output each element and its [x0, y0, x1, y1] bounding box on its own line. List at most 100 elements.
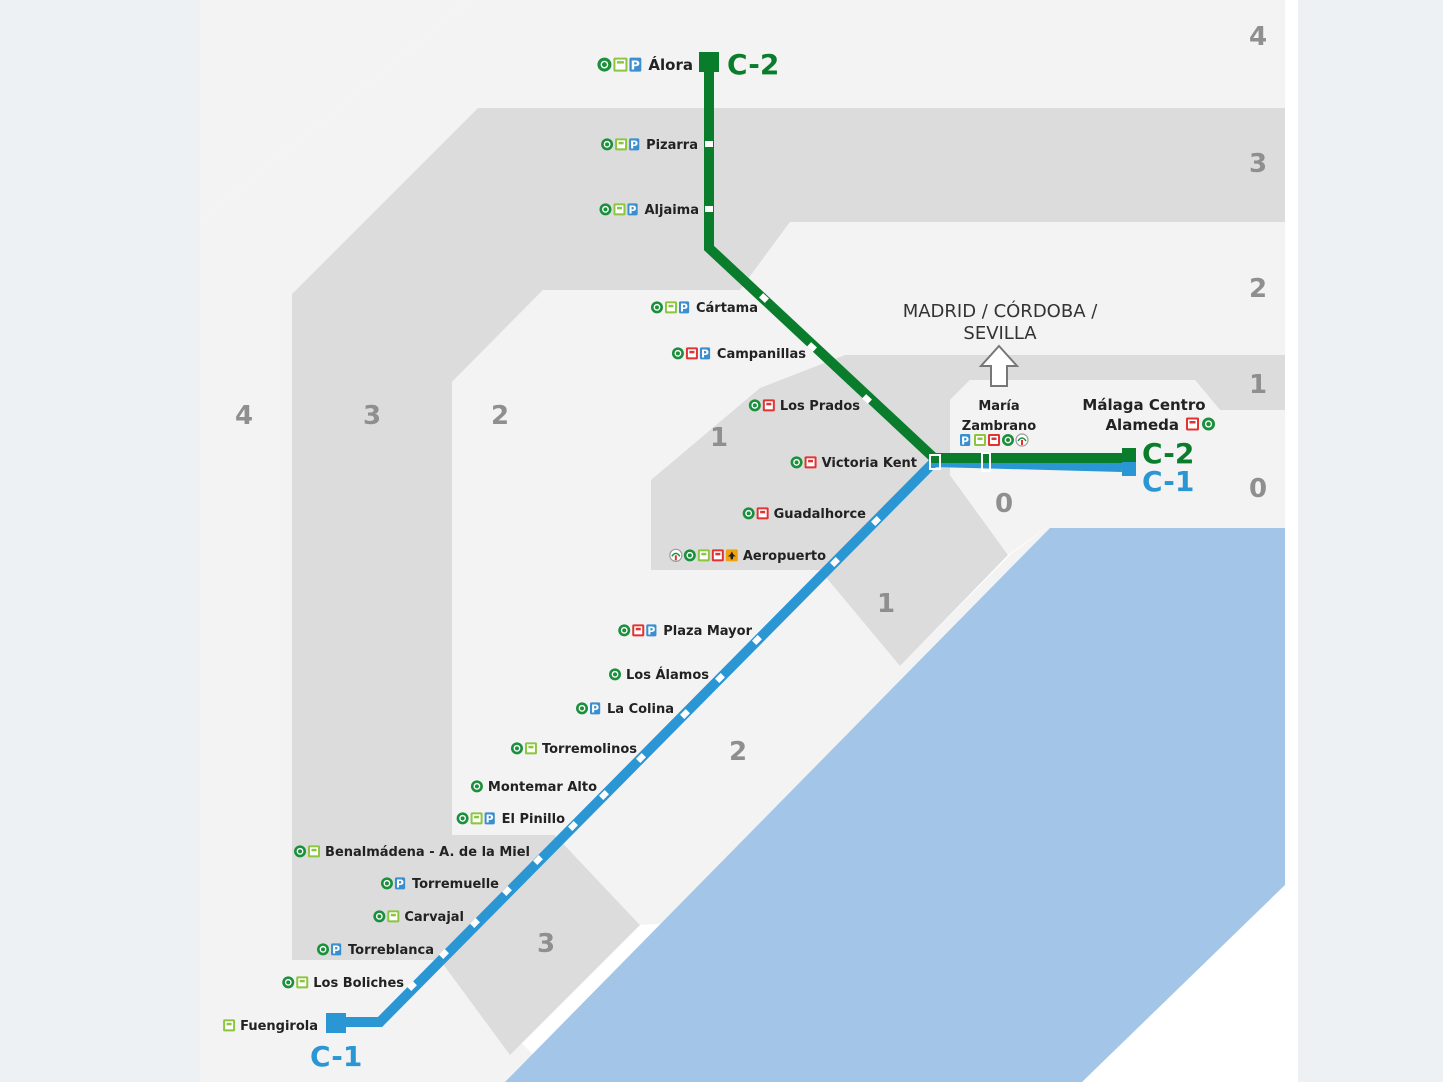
stop-tick[interactable] — [568, 821, 578, 831]
station-name: Torremolinos — [542, 742, 637, 757]
destination-line2: SEVILLA — [963, 323, 1037, 344]
stop-tick[interactable] — [862, 394, 872, 404]
stop-tick[interactable] — [871, 516, 881, 526]
station-name-line: María — [978, 399, 1019, 414]
station-torremolinos[interactable]: Torremolinos — [510, 742, 637, 757]
taxi-icon — [1015, 433, 1029, 447]
station-name: Victoria Kent — [822, 456, 917, 471]
svg-text:P: P — [680, 302, 688, 315]
c1-line — [336, 456, 1123, 1027]
stop-tick[interactable] — [830, 557, 840, 567]
station-elpinillo[interactable]: El Pinillo P — [456, 812, 565, 827]
up-arrow-icon — [978, 344, 1020, 387]
stop-tick[interactable] — [407, 981, 417, 991]
station-name: Los Boliches — [313, 976, 404, 991]
sea — [505, 528, 1285, 1082]
parking-icon: P — [590, 702, 601, 716]
stop-tick[interactable] — [533, 855, 543, 865]
stop-tick-victoria-kent[interactable] — [929, 454, 941, 470]
stop-tick[interactable] — [807, 342, 817, 352]
station-guadalhorce[interactable]: Guadalhorce — [742, 507, 867, 522]
bus-green-icon — [296, 976, 309, 989]
stop-tick[interactable] — [752, 635, 762, 645]
bus-red-icon — [756, 507, 769, 520]
accessible-icon — [650, 301, 663, 314]
station-montemar[interactable]: Montemar Alto — [470, 780, 597, 795]
station-losalamos[interactable]: Los Álamos — [609, 667, 709, 683]
bus-green-icon — [974, 434, 986, 446]
terminus-fuengirola[interactable] — [326, 1013, 346, 1033]
station-carvajal[interactable]: Carvajal — [373, 910, 464, 925]
svg-text:P: P — [591, 703, 599, 716]
accessible-icon — [456, 812, 469, 825]
taxi-icon — [669, 548, 683, 562]
stop-tick[interactable] — [439, 949, 449, 959]
bus-red-icon — [762, 399, 775, 412]
stop-tick[interactable] — [715, 673, 725, 683]
terminus-malaga-c1[interactable] — [1122, 462, 1136, 476]
station-losboliches[interactable]: Los Boliches — [282, 976, 404, 991]
station-name: El Pinillo — [502, 812, 565, 827]
station-name: Aeropuerto — [743, 549, 826, 564]
svg-text:P: P — [629, 204, 637, 217]
bus-green-icon — [223, 1019, 236, 1032]
stop-tick[interactable] — [599, 790, 609, 800]
accessible-icon — [671, 347, 684, 360]
parking-icon: P — [960, 434, 971, 447]
zone-band-1 — [651, 355, 1285, 666]
bus-green-icon — [697, 549, 710, 562]
station-losprados[interactable]: Los Prados — [748, 399, 860, 414]
stop-tick[interactable] — [636, 753, 646, 763]
stop-tick[interactable] — [502, 886, 512, 896]
station-name: Torreblanca — [348, 943, 434, 958]
zone-number: 2 — [491, 401, 509, 431]
bus-green-icon — [615, 138, 628, 151]
station-name: Guadalhorce — [774, 507, 867, 522]
station-victoriakent[interactable]: Victoria Kent — [790, 456, 917, 471]
terminus-malaga-c2[interactable] — [1122, 448, 1136, 462]
c1-badge-label: C-1 — [310, 1040, 362, 1073]
station-name: Benalmádena - A. de la Miel — [325, 845, 530, 860]
zone-number: 4 — [1249, 22, 1267, 52]
terminus-alora[interactable] — [699, 52, 719, 72]
accessible-icon — [609, 668, 622, 681]
bus-green-icon — [613, 203, 626, 216]
c2-badge-label: C-2 — [727, 48, 779, 81]
station-fuengirola[interactable]: Fuengirola — [223, 1019, 318, 1034]
zone-number: 3 — [363, 401, 381, 431]
svg-text:P: P — [486, 813, 494, 826]
zone-number: 0 — [1249, 474, 1267, 504]
stop-tick[interactable] — [705, 206, 713, 212]
stop-tick[interactable] — [705, 141, 713, 147]
station-benalmadena[interactable]: Benalmádena - A. de la Miel — [294, 845, 530, 860]
accessible-icon — [742, 507, 755, 520]
zone-number: 1 — [877, 589, 895, 619]
stop-tick[interactable] — [470, 918, 480, 928]
stop-tick[interactable] — [680, 709, 690, 719]
accessible-icon — [294, 845, 307, 858]
station-aeropuerto[interactable]: Aeropuerto — [669, 548, 826, 564]
bus-green-icon — [308, 845, 321, 858]
parking-icon: P — [699, 347, 711, 361]
destination-line1: MADRID / CÓRDOBA / — [903, 300, 1099, 322]
stop-tick-maria-zambrano[interactable] — [981, 452, 991, 472]
stop-tick[interactable] — [759, 293, 769, 303]
bus-red-icon — [1186, 417, 1199, 431]
bus-green-icon — [613, 57, 628, 72]
accessible-icon — [576, 702, 588, 715]
accessible-icon — [601, 138, 614, 151]
c2-line — [704, 62, 1122, 463]
